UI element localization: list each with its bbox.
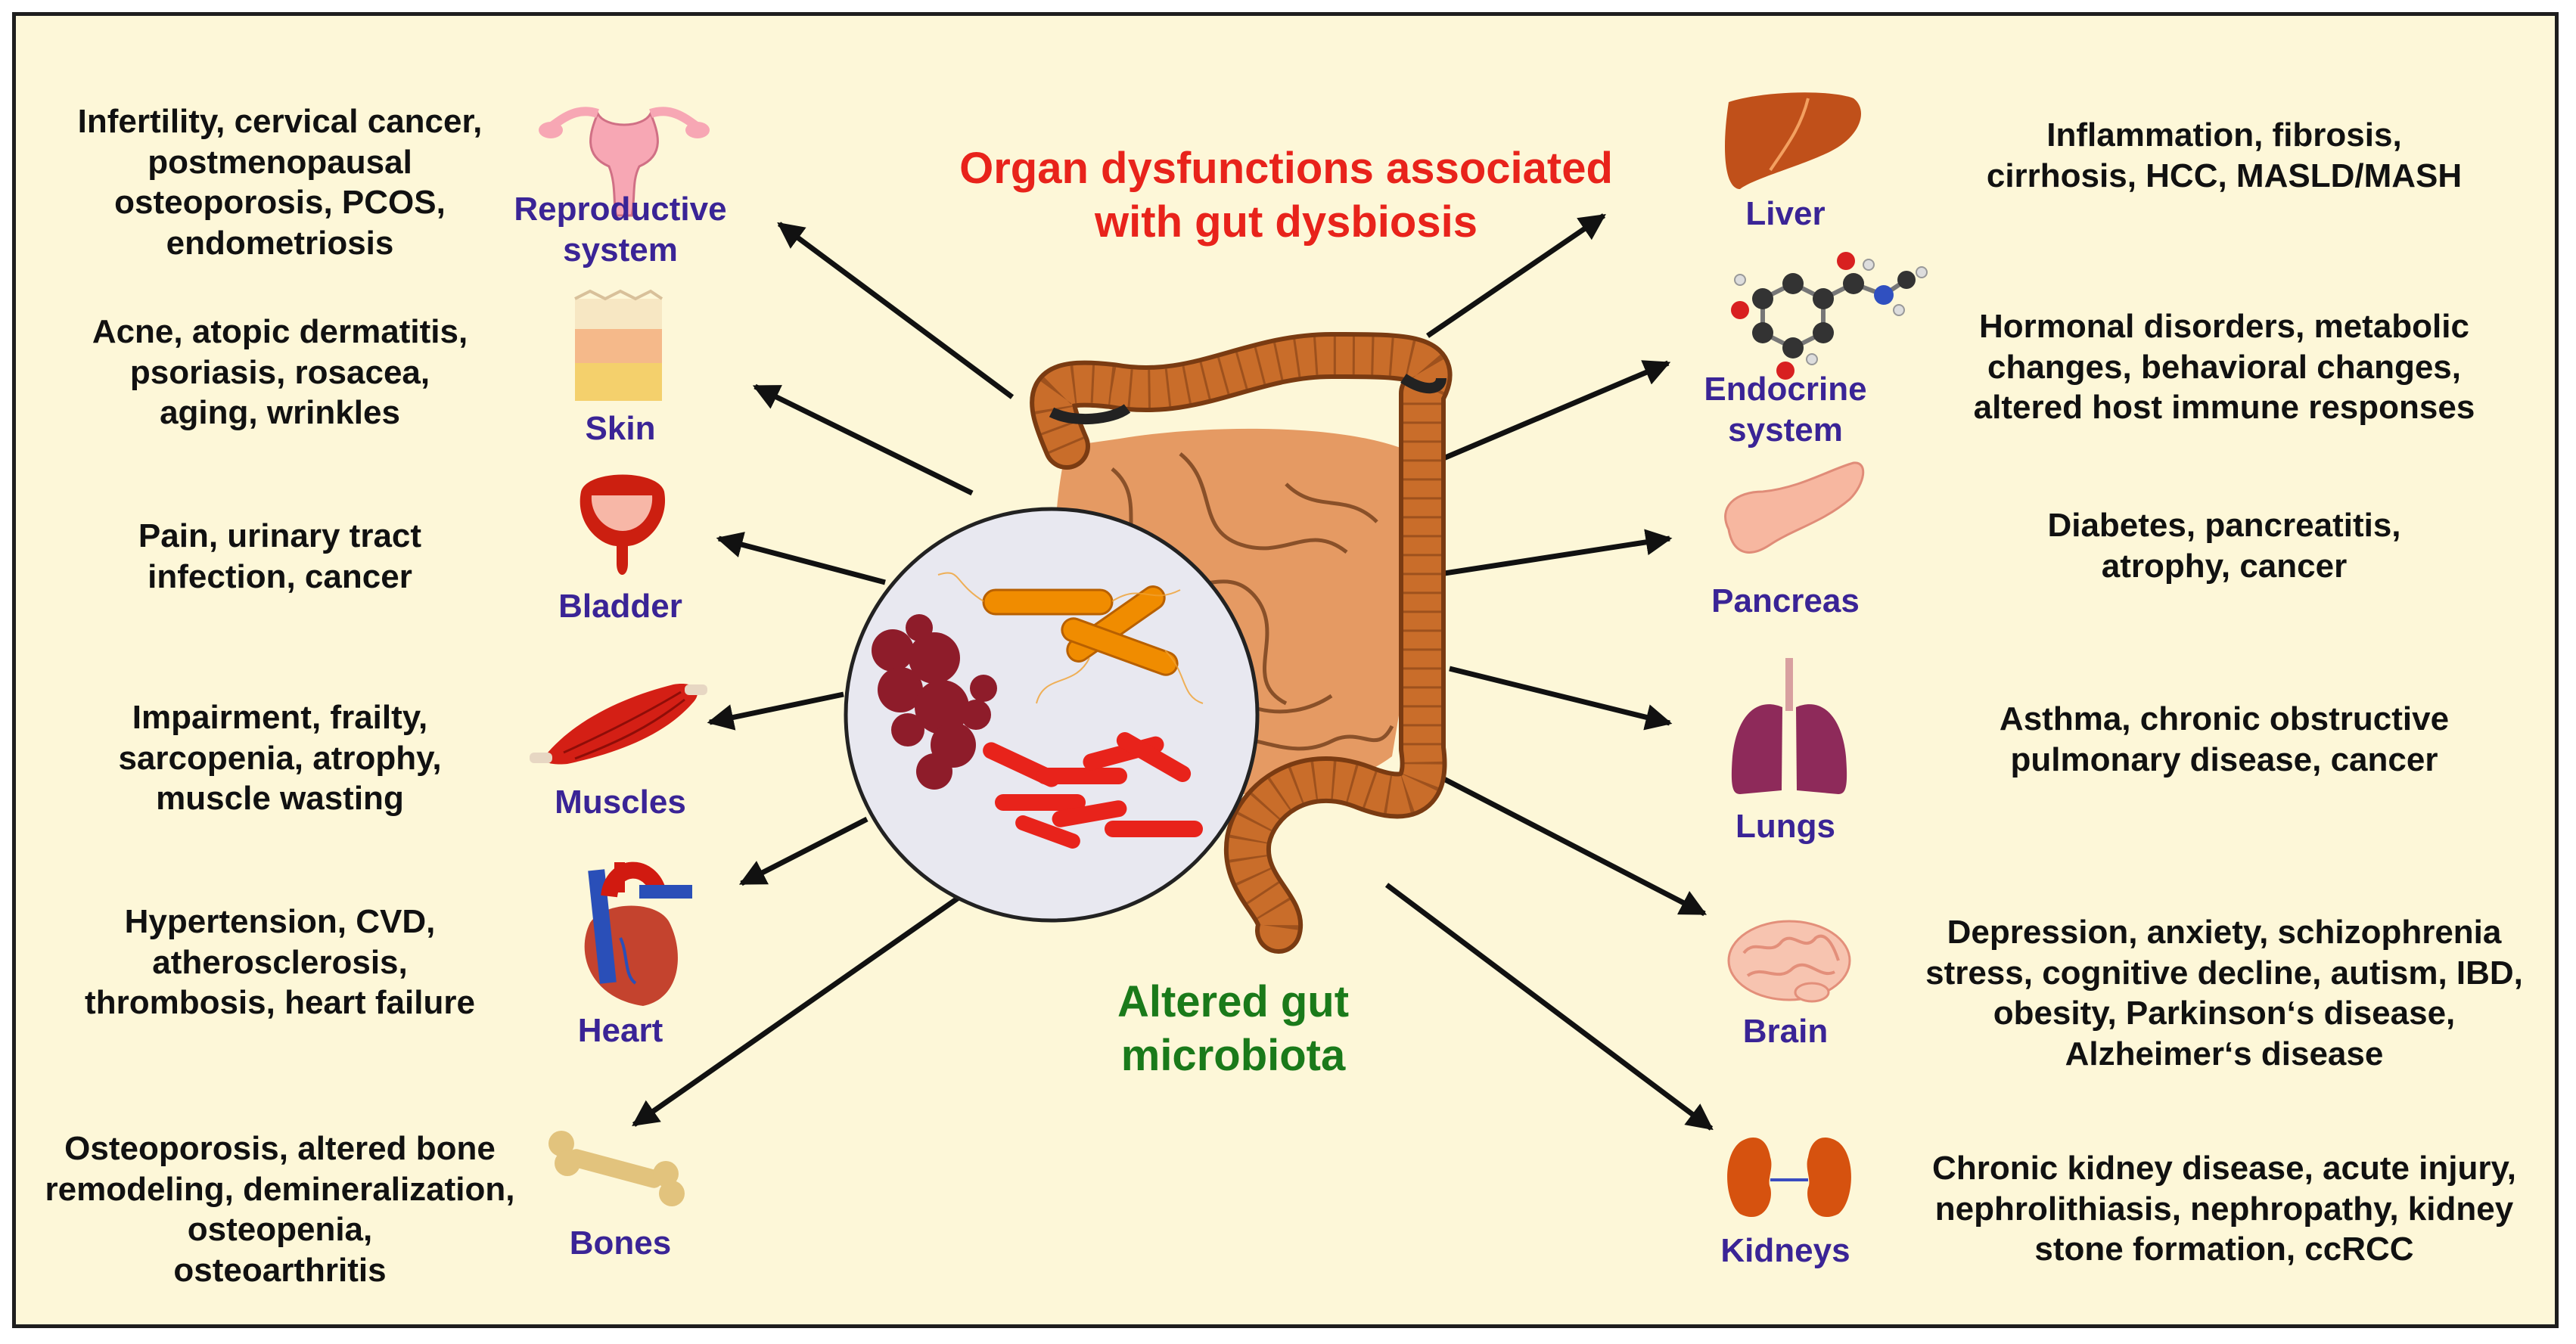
heart-icon [584,861,692,1006]
brain-icon [1727,920,1851,1003]
kidneys-label: Kidneys [1720,1232,1850,1269]
bone-icon [548,1131,685,1206]
skin-label: Skin [585,410,656,447]
arrow-endocrine [1442,360,1671,461]
lungs-label: Lungs [1735,808,1835,845]
arrow-brain [1437,773,1707,917]
kidneys-icon [1727,1138,1851,1218]
arrow-liver [1426,213,1606,338]
bones-label: Bones [569,1224,672,1262]
arrows-left [632,222,1015,1127]
pancreas-icon [1724,461,1865,554]
uterus-icon [539,107,710,217]
skin-description: Acne, atopic dermatitis, psoriasis, rosa… [92,313,468,432]
arrows-right [1384,213,1714,1131]
arrow-bones [632,890,968,1127]
microbiota-circle-icon [844,507,1260,923]
bladder-description: Pain, urinary tract infection, cancer [138,517,422,595]
hormone-molecule-icon [1731,252,1928,380]
liver-icon [1725,92,1861,189]
heart-description: Hypertension, CVD, atherosclerosis, thro… [85,903,475,1022]
liver-label: Liver [1745,195,1826,232]
heart-label: Heart [577,1012,663,1049]
arrow-pancreas [1439,529,1673,577]
bones-description: Osteoporosis, altered bone remodeling, d… [45,1130,515,1290]
arrow-reproductive [777,222,1015,399]
lungs-icon [1731,658,1847,794]
lungs-description: Asthma, chronic obstructive pulmonary di… [1999,700,2450,778]
skin-icon [574,289,663,401]
arrow-skin [752,383,974,496]
muscle-icon [530,684,707,765]
endocrine-description: Hormonal disorders, metabolic changes, b… [1973,308,2475,427]
liver-description: Inflammation, fibrosis, cirrhosis, HCC, … [1986,116,2463,194]
pancreas-label: Pancreas [1711,582,1860,619]
brain-label: Brain [1742,1013,1829,1050]
endocrine-label: Endocrine system [1704,371,1867,449]
arrow-lungs [1449,666,1673,731]
reproductive-description: Infertility, cervical cancer, postmenopa… [77,103,483,262]
brain-description: Depression, anxiety, schizophrenia stres… [1925,914,2523,1073]
pancreas-description: Diabetes, pancreatitis, atrophy, cancer [2047,507,2401,585]
arrow-muscles [707,691,844,731]
muscles-description: Impairment, frailty, sarcopenia, atrophy… [118,699,442,818]
bladder-icon [580,474,666,575]
center-label: Altered gut microbiota [1117,977,1350,1080]
arrow-kidneys [1384,883,1714,1131]
bladder-label: Bladder [558,588,682,625]
diagram-title: Organ dysfunctions associated with gut d… [959,144,1613,247]
arrow-bladder [716,532,886,585]
reproductive-label: Reproductive system [514,191,727,268]
kidneys-description: Chronic kidney disease, acute injury, ne… [1932,1150,2516,1268]
arrow-heart [738,816,869,886]
muscles-label: Muscles [555,784,686,821]
